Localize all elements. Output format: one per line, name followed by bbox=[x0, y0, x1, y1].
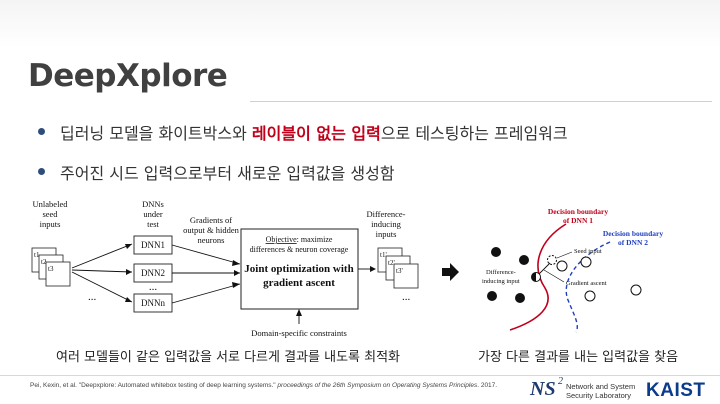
boundary1-label-1: Decision boundary bbox=[548, 207, 608, 216]
bullet-1-post: 으로 테스팅하는 프레임워크 bbox=[380, 124, 568, 143]
class-a-point bbox=[491, 247, 501, 257]
boundary1-curve bbox=[509, 223, 567, 331]
difference-label-3: inputs bbox=[376, 229, 397, 239]
top-band bbox=[0, 0, 720, 48]
caption-left: 여러 모델들이 같은 입력값을 서로 다르게 결과를 내도록 최적화 bbox=[56, 350, 401, 365]
dnn-dots: ... bbox=[149, 281, 158, 293]
gradient-ascent-arrow bbox=[538, 262, 551, 275]
lab-name-1: Network and System bbox=[566, 382, 636, 391]
seed-input-stack bbox=[31, 247, 71, 287]
reference-venue: proceedings of the 26th Symposium on Ope… bbox=[277, 382, 478, 389]
difference-input-label-2: inducing input bbox=[482, 278, 520, 285]
kaist-logo: KAIST bbox=[646, 380, 706, 401]
gradient-pointer bbox=[543, 269, 565, 283]
output-input-stack bbox=[377, 247, 419, 289]
workflow-diagram: Unlabeled seed inputs DNNs under test Gr… bbox=[31, 199, 419, 338]
dnns-label-3: test bbox=[147, 219, 159, 229]
reference-main: Pei, Kexin, et al. "Deepxplore: Automate… bbox=[30, 382, 278, 389]
seed-item-1: t1 bbox=[34, 251, 40, 259]
caption-right: 가장 다른 결과를 내는 입력값을 찾음 bbox=[478, 350, 679, 365]
dnns-label-2: under bbox=[143, 209, 163, 219]
output-arrow-head bbox=[370, 266, 376, 272]
unlabeled-label-2: seed bbox=[42, 209, 58, 219]
boundary1-label-2: of DNN 1 bbox=[563, 216, 593, 225]
gradients-label-3: neurons bbox=[198, 235, 225, 245]
seed-dots: ... bbox=[88, 291, 97, 303]
output-item-2: t2' bbox=[388, 259, 395, 267]
lab-name-2: Security Laboratory bbox=[566, 391, 632, 400]
gradients-label-2: output & hidden bbox=[183, 225, 239, 235]
objective-line-2: differences & neuron coverage bbox=[250, 245, 349, 254]
difference-input-label-1: Difference- bbox=[486, 269, 516, 276]
ns-logo-text: NS bbox=[530, 378, 556, 400]
gradient-ascent-label: Gradient ascent bbox=[566, 280, 607, 287]
gradients-label-1: Gradients of bbox=[190, 215, 232, 225]
class-b-point bbox=[584, 290, 596, 302]
unlabeled-label-1: Unlabeled bbox=[33, 199, 69, 209]
seed-to-dnn-arrows bbox=[71, 243, 133, 303]
unlabeled-label-3: inputs bbox=[40, 219, 61, 229]
class-a-point bbox=[515, 293, 525, 303]
seed-item-3: t3 bbox=[48, 265, 54, 273]
objective-text-1: : maximize bbox=[297, 235, 333, 244]
reference-tail: . 2017. bbox=[477, 382, 498, 389]
slide-title: DeepXplore bbox=[28, 58, 228, 94]
output-dots: ... bbox=[402, 291, 411, 303]
right-arrow-icon bbox=[442, 263, 459, 281]
joint-text-1: Joint optimization with bbox=[244, 263, 353, 275]
class-a-point bbox=[487, 291, 497, 301]
boundary2-label-2: of DNN 2 bbox=[618, 238, 648, 247]
optimization-box bbox=[240, 228, 359, 310]
seed-item-2: t2 bbox=[41, 258, 47, 266]
seed-input-point bbox=[547, 255, 557, 265]
difference-label-2: inducing bbox=[371, 219, 401, 229]
bullet-1-text: 딥러닝 모델을 화이트박스와 레이블이 없는 입력으로 테스팅하는 프레임워크 bbox=[60, 120, 568, 144]
class-b-point bbox=[580, 256, 592, 268]
seed-pointer bbox=[556, 251, 573, 259]
boundary2-curve bbox=[565, 241, 611, 333]
ns-logo-sup: 2 bbox=[558, 376, 563, 387]
bullet-1-highlight: 레이블이 없는 입력 bbox=[251, 124, 381, 143]
seed-input-label: Seed input bbox=[574, 248, 602, 255]
joint-text-2: gradient ascent bbox=[263, 277, 335, 289]
output-item-3: t3' bbox=[396, 267, 403, 275]
dnn-label-2: DNN2 bbox=[141, 268, 165, 278]
objective-label: Objective bbox=[266, 235, 298, 244]
domain-arrow-head bbox=[296, 309, 302, 316]
dnn-to-optimizer-arrows bbox=[171, 244, 241, 304]
bullet-dot bbox=[38, 168, 45, 175]
dnn-label-n: DNNn bbox=[141, 298, 165, 308]
class-a-point bbox=[519, 255, 529, 265]
difference-input-point-fill bbox=[531, 272, 536, 282]
output-item-1: t1' bbox=[380, 251, 387, 259]
objective-line-1: Objective: maximize bbox=[266, 235, 333, 244]
class-b-point bbox=[556, 260, 568, 272]
bullet-2-text: 주어진 시드 입력으로부터 새로운 입력값을 생성함 bbox=[60, 164, 395, 183]
bullet-1-pre: 딥러닝 모델을 화이트박스와 bbox=[60, 124, 252, 143]
title-rule bbox=[250, 101, 712, 102]
footer-rule bbox=[0, 375, 720, 376]
dnns-label-1: DNNs bbox=[142, 199, 164, 209]
decision-boundary-diagram: Decision boundary of DNN 1 Decision boun… bbox=[482, 207, 663, 333]
boundary2-label-1: Decision boundary bbox=[603, 229, 663, 238]
dnn-label-1: DNN1 bbox=[141, 240, 165, 250]
class-b-point bbox=[630, 284, 642, 296]
reference-citation: Pei, Kexin, et al. "Deepxplore: Automate… bbox=[30, 381, 510, 390]
bullet-dot bbox=[38, 128, 45, 135]
domain-label: Domain-specific constraints bbox=[251, 328, 347, 338]
difference-label-1: Difference- bbox=[366, 209, 405, 219]
